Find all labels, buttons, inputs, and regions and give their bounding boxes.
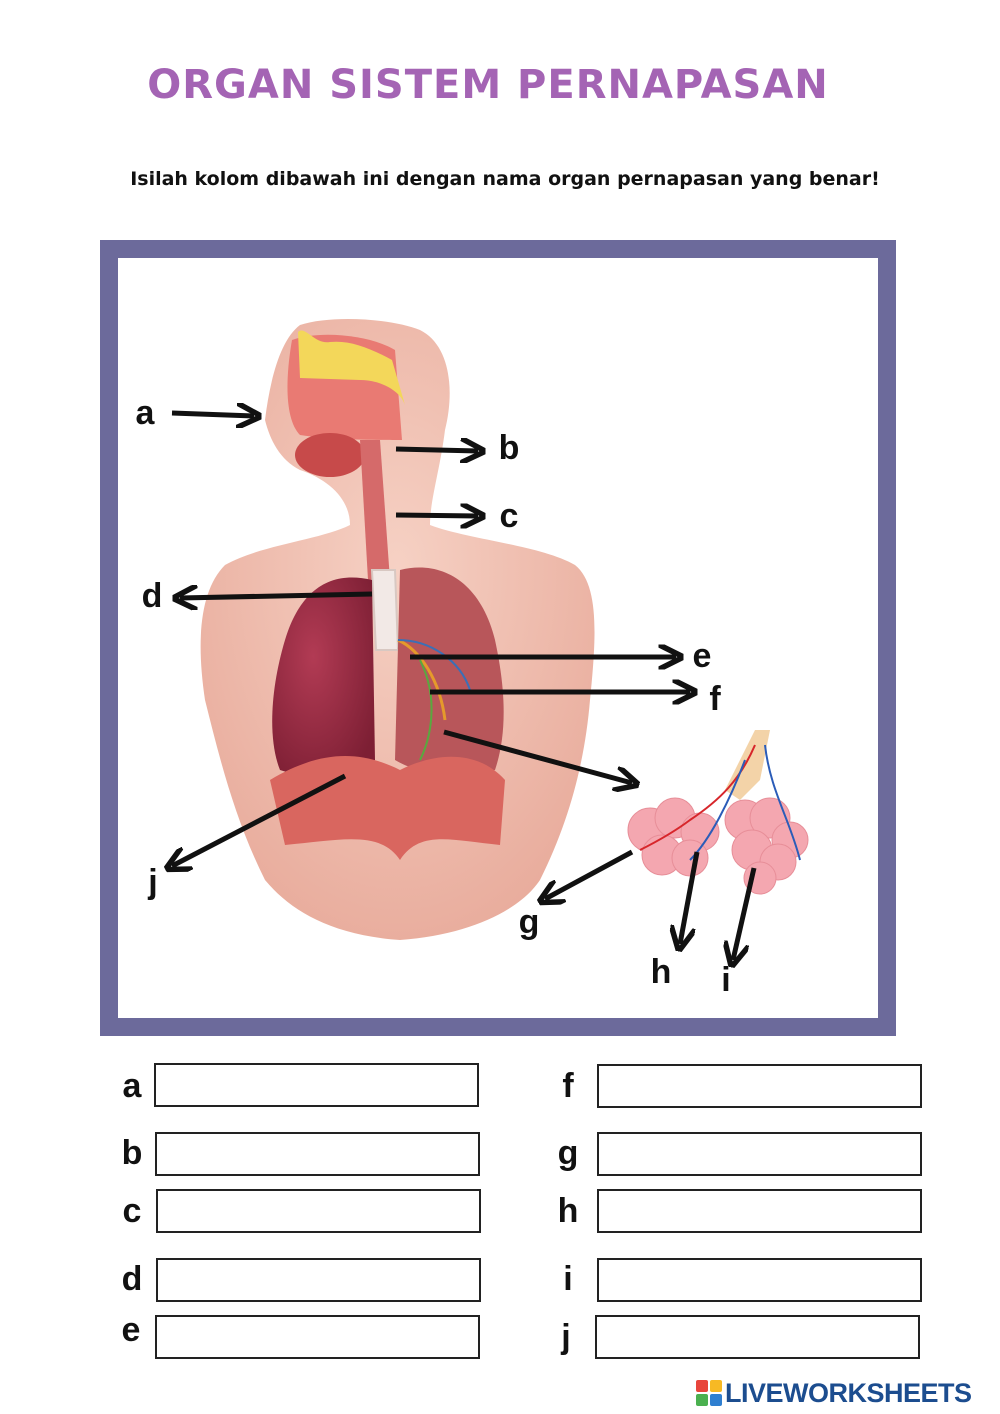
brand-icon	[696, 1380, 722, 1406]
answer-field-g[interactable]	[597, 1132, 922, 1176]
arrow-i	[733, 867, 757, 960]
answer-field-f[interactable]	[597, 1064, 922, 1108]
answer-field-b[interactable]	[155, 1132, 480, 1176]
diagram-label-g: g	[519, 903, 540, 941]
diagram-label-b: b	[499, 429, 520, 467]
arrow-a	[171, 413, 254, 416]
diagram-label-c: c	[500, 497, 519, 535]
answer-label-g: g	[557, 1134, 579, 1172]
answer-label-h: h	[557, 1192, 579, 1230]
arrow-h	[680, 851, 700, 944]
brand-name: LIVEWORKSHEETS	[725, 1377, 972, 1408]
answer-label-i: i	[563, 1260, 573, 1298]
page-title: ORGAN SISTEM PERNAPASAN	[147, 62, 829, 108]
diagram-label-i: i	[721, 961, 730, 999]
answer-label-e: e	[121, 1311, 141, 1349]
answer-field-a[interactable]	[154, 1063, 479, 1107]
answer-label-j: j	[561, 1318, 571, 1356]
diagram-label-f: f	[709, 680, 721, 718]
answer-field-e[interactable]	[155, 1315, 480, 1359]
instruction-text: Isilah kolom dibawah ini dengan nama org…	[130, 168, 880, 190]
diagram-label-a: a	[136, 394, 156, 432]
answer-field-j[interactable]	[595, 1315, 920, 1359]
answer-field-d[interactable]	[156, 1258, 481, 1302]
answer-label-c: c	[122, 1192, 142, 1230]
label-arrows	[171, 413, 757, 960]
answer-label-a: a	[122, 1067, 142, 1105]
answer-field-c[interactable]	[156, 1189, 481, 1233]
answer-field-i[interactable]	[597, 1258, 922, 1302]
answer-label-d: d	[121, 1260, 143, 1298]
arrow-c	[395, 515, 478, 516]
diagram-label-h: h	[651, 953, 672, 991]
diagram-label-j: j	[147, 863, 157, 901]
arrow-d	[180, 594, 373, 598]
arrow-j	[172, 773, 347, 866]
arrow-g	[545, 849, 634, 899]
diagram-label-d: d	[142, 577, 163, 615]
diagram-label-e: e	[693, 637, 712, 675]
arrow-b	[395, 449, 478, 451]
answer-field-h[interactable]	[597, 1189, 922, 1233]
arrow-to-alveoli	[443, 729, 632, 783]
liveworksheets-logo: LIVEWORKSHEETS	[696, 1378, 972, 1408]
diagram-frame: a b c d e f g h i j	[100, 240, 896, 1036]
answer-label-f: f	[562, 1067, 574, 1105]
answer-label-b: b	[121, 1134, 143, 1172]
respiratory-diagram: a b c d e f g h i j	[136, 318, 809, 999]
